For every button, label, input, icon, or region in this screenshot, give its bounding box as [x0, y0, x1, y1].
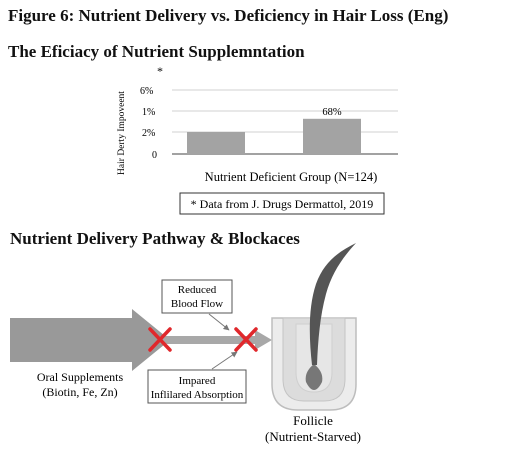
- source-label: Oral Supplements: [37, 370, 124, 384]
- source-label-detail: (Biotin, Fe, Zn): [42, 385, 117, 399]
- hair-follicle-illustration: [271, 243, 357, 411]
- callout-text: Inflilared Absorption: [151, 389, 244, 401]
- bar: [187, 132, 245, 154]
- y-tick-label: 0: [152, 150, 157, 161]
- callout-box-absorption: [147, 369, 247, 404]
- y-tick-label: 1%: [142, 107, 155, 118]
- bars: 68%: [187, 107, 361, 154]
- figure-title: Figure 6: Nutrient Delivery vs. Deficien…: [8, 6, 449, 25]
- bar-value-label: 68%: [322, 107, 342, 118]
- delivery-arrow-large: [10, 309, 170, 371]
- y-tick-label: 6%: [140, 86, 153, 97]
- blockage-x-icon: [148, 327, 172, 352]
- callout-pointer: [211, 351, 238, 370]
- source-note: * Data from J. Drugs Dermattol, 2019: [191, 197, 374, 211]
- callout-text: Blood Flow: [171, 298, 223, 310]
- y-axis-label: Hair Derty Impoveent: [117, 91, 127, 175]
- title-marker: *: [157, 64, 163, 78]
- bar-chart: * Hair Derty Impoveent 6% 1% 2% 0 68% Nu…: [117, 64, 398, 215]
- callout-text: Reduced: [178, 284, 217, 296]
- source-note-box: [179, 192, 385, 215]
- y-tick-label: 2%: [142, 128, 155, 139]
- pathway-title: Nutrient Delivery Pathway & Blockaces: [10, 229, 300, 248]
- delivery-arrow-thin: [160, 330, 272, 350]
- callout-box-blood-flow: [161, 279, 233, 314]
- follicle-label-detail: (Nutrient-Starved): [265, 429, 361, 444]
- callout-text: Impared: [179, 375, 216, 387]
- callout-pointer: [208, 313, 230, 331]
- pathway-diagram: Oral Supplements (Biotin, Fe, Zn) Reduce…: [10, 243, 361, 444]
- blockage-x-icon: [234, 327, 258, 352]
- follicle-label: Follicle: [293, 413, 333, 428]
- gridlines: [172, 89, 398, 133]
- bar: [303, 118, 361, 154]
- x-axis-label: Nutrient Deficient Group (N=124): [205, 170, 378, 184]
- chart-title: The Eficiacy of Nutrient Supplemntation: [8, 42, 305, 61]
